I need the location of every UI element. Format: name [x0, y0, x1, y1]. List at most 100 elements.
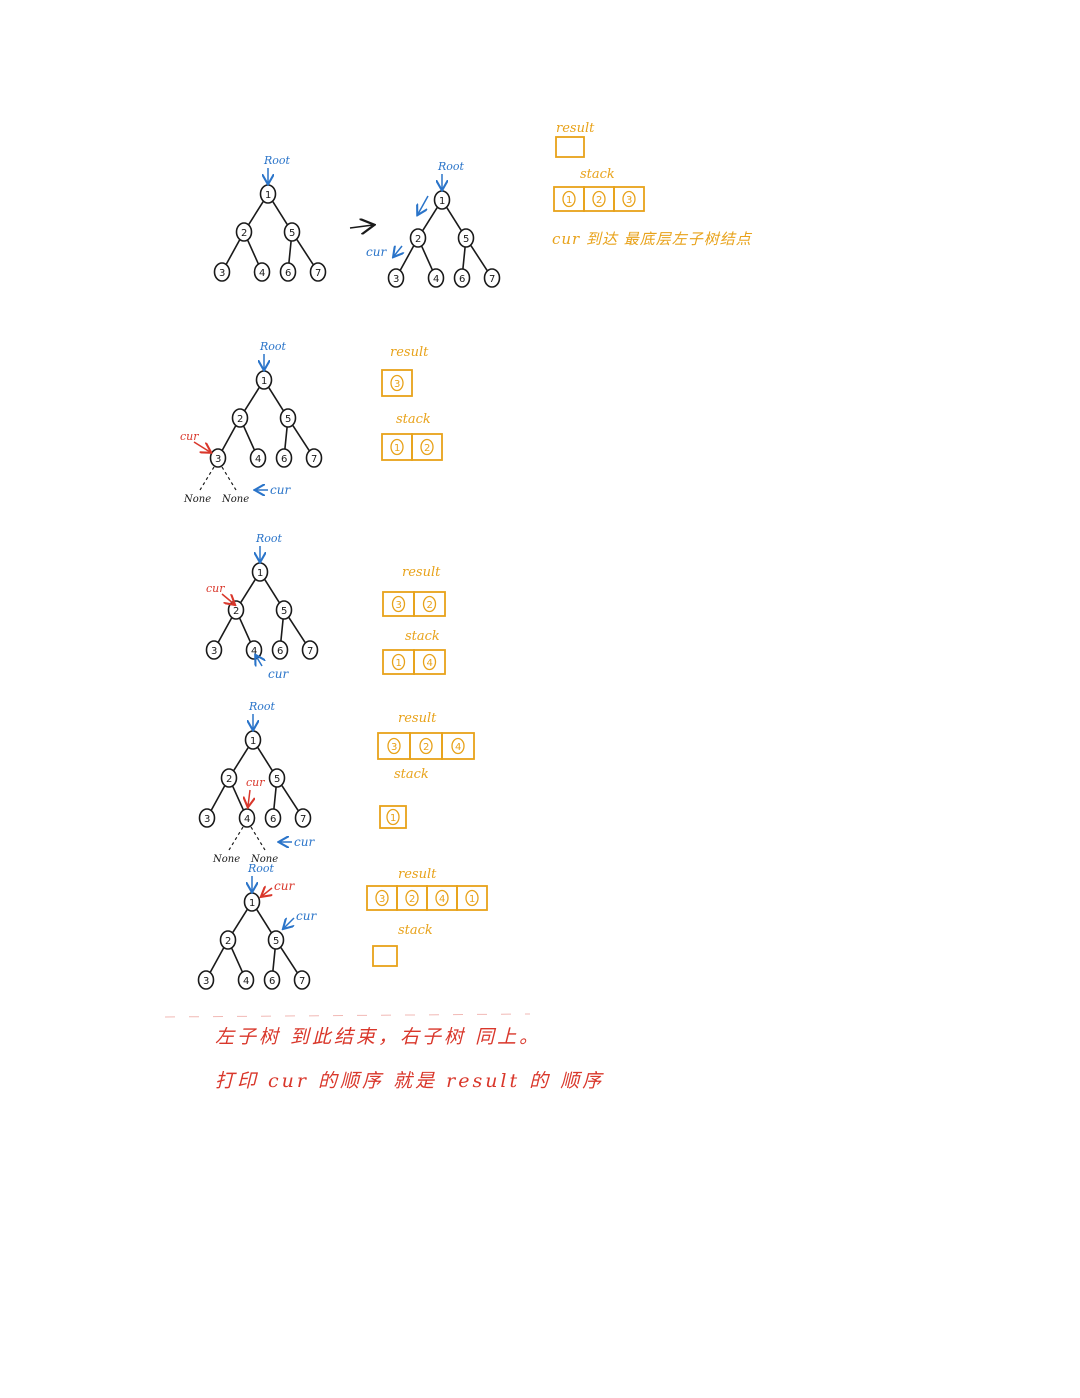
tree-node-label: 6 — [281, 454, 287, 465]
cur-arrow — [394, 246, 402, 256]
tree-edge — [257, 747, 273, 771]
step1-stack-value: 2 — [596, 195, 602, 206]
tree-edge — [248, 201, 264, 225]
tree-node-4 — [253, 262, 271, 282]
tree-node-label: 1 — [250, 736, 256, 747]
tree-node-label: 2 — [241, 228, 247, 239]
step1-stack-value: 1 — [566, 195, 572, 206]
tree-node-5 — [279, 408, 297, 428]
tree-node-label: 6 — [269, 976, 275, 987]
tree-node-6 — [275, 448, 293, 468]
tree-node-label: 5 — [285, 414, 291, 425]
tree-node-label: 2 — [233, 606, 239, 617]
none-label: None — [183, 494, 211, 505]
cur-arrow-red — [221, 593, 234, 604]
tree-edge — [221, 425, 237, 451]
tree-node-2 — [220, 768, 238, 788]
cur-arrow — [256, 656, 262, 666]
tree-node-3 — [213, 262, 231, 282]
step3-stack-label: stack — [405, 629, 440, 644]
step3-stack-cell — [413, 649, 446, 675]
bottom-note-line1: 左子树 到此结束，右子树 同上。 — [215, 1026, 542, 1048]
root-label: Root — [255, 532, 283, 545]
tree-node-5 — [457, 228, 475, 248]
root-label: Root — [248, 700, 276, 713]
tree-node-4 — [237, 970, 255, 990]
step1-result-empty-cell — [555, 136, 585, 158]
root-label: Root — [247, 862, 275, 875]
tree-edge — [470, 245, 488, 271]
step2-stack-value: 1 — [394, 443, 400, 454]
tree-node-3 — [198, 808, 216, 828]
none-label: None — [250, 854, 278, 865]
cur-label: cur — [294, 835, 315, 849]
tree-node-label: 6 — [277, 646, 283, 657]
tree-node-label: 3 — [219, 268, 225, 279]
tree-node-3 — [197, 970, 215, 990]
step2-stack-cell-circle — [390, 438, 404, 456]
tree-edge — [446, 207, 462, 231]
tree-node-label: 7 — [300, 814, 306, 825]
cur-label-red: cur — [274, 879, 295, 893]
tree-node-label: 2 — [237, 414, 243, 425]
tree-node-label: 7 — [299, 976, 305, 987]
step2-stack-cell — [411, 433, 443, 461]
tree-edge — [280, 618, 284, 642]
tree-edge — [288, 617, 306, 643]
tree-edge — [264, 579, 280, 603]
tree-node-5 — [283, 222, 301, 242]
tree-node-label: 2 — [226, 774, 232, 785]
tree-node-4 — [427, 268, 445, 288]
tree-node-2 — [409, 228, 427, 248]
step5-stack — [372, 945, 398, 967]
tree-node-2 — [231, 408, 249, 428]
tree-node-label: 5 — [281, 606, 287, 617]
tree-node-6 — [263, 970, 281, 990]
tree-node-label: 7 — [489, 274, 495, 285]
step3-stack-value: 1 — [396, 658, 402, 669]
step3-stack-cell-circle — [391, 653, 406, 671]
tree-edge — [462, 246, 466, 270]
step1-stack-value: 3 — [626, 195, 632, 206]
cur-arrow-red — [262, 888, 272, 896]
tree-node-2 — [219, 930, 237, 950]
tree-edge — [420, 245, 434, 271]
tree-node-label: 5 — [273, 936, 279, 947]
step2-result-label: result — [390, 345, 429, 360]
tree-node-label: 4 — [259, 268, 265, 279]
tree-node-3 — [387, 268, 405, 288]
tree-node-label: 3 — [393, 274, 399, 285]
cur-label: cur — [296, 909, 317, 923]
cur-arrow-red — [248, 789, 250, 806]
step4-result-cell — [441, 732, 475, 760]
tree-node-7 — [294, 808, 312, 828]
tree-edge — [231, 785, 245, 811]
tree-node-label: 5 — [274, 774, 280, 785]
tree-node-6 — [264, 808, 282, 828]
step3-result-cell — [413, 591, 446, 617]
step4-result-cell-circle — [387, 737, 401, 755]
tree-edge — [233, 747, 249, 771]
step2-result-value: 3 — [394, 379, 400, 390]
tree-edge — [238, 617, 252, 643]
step3-result-cell-circle — [391, 595, 406, 613]
step5-result-cell-circle — [435, 889, 449, 907]
tree-node-6 — [453, 268, 471, 288]
tree-node-6 — [279, 262, 297, 282]
step5-result-value: 2 — [409, 894, 415, 905]
tree-edge — [244, 387, 260, 411]
tree-node-label: 1 — [261, 376, 267, 387]
tree-node-label: 3 — [204, 814, 210, 825]
tree-node-label: 4 — [244, 814, 250, 825]
tree-node-label: 7 — [315, 268, 321, 279]
step1-stack-cell-circle — [562, 190, 576, 208]
step5-result-cell-circle — [405, 889, 419, 907]
tree-node-3 — [205, 640, 223, 660]
tree-edge — [281, 785, 299, 811]
